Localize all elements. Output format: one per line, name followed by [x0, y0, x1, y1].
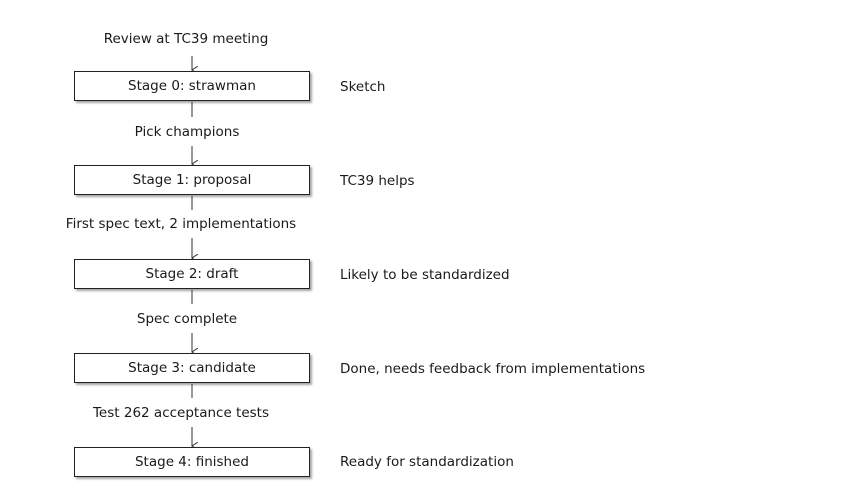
- transition-label-champions: Pick champions: [134, 124, 240, 140]
- stage-2-description: Likely to be standardized: [340, 267, 510, 283]
- stage-3-label: Stage 3: candidate: [128, 360, 256, 376]
- transition-label-review: Review at TC39 meeting: [103, 31, 269, 47]
- stage-4-label: Stage 4: finished: [134, 454, 249, 470]
- transition-label-spec-complete: Spec complete: [136, 311, 238, 327]
- stage-2-label: Stage 2: draft: [145, 266, 239, 282]
- transition-label-spec-text: First spec text, 2 implementations: [65, 216, 297, 232]
- stage-3-box: Stage 3: candidate: [74, 353, 310, 383]
- stage-4-description: Ready for standardization: [340, 454, 514, 470]
- stage-0-description: Sketch: [340, 79, 386, 95]
- stage-0-label: Stage 0: strawman: [128, 78, 256, 94]
- transition-label-test262: Test 262 acceptance tests: [92, 405, 270, 421]
- stage-4-box: Stage 4: finished: [74, 447, 310, 477]
- stage-1-label: Stage 1: proposal: [132, 172, 252, 188]
- stage-1-box: Stage 1: proposal: [74, 165, 310, 195]
- stage-1-description: TC39 helps: [340, 173, 415, 189]
- stage-3-description: Done, needs feedback from implementation…: [340, 361, 646, 377]
- stage-0-box: Stage 0: strawman: [74, 71, 310, 101]
- stage-2-box: Stage 2: draft: [74, 259, 310, 289]
